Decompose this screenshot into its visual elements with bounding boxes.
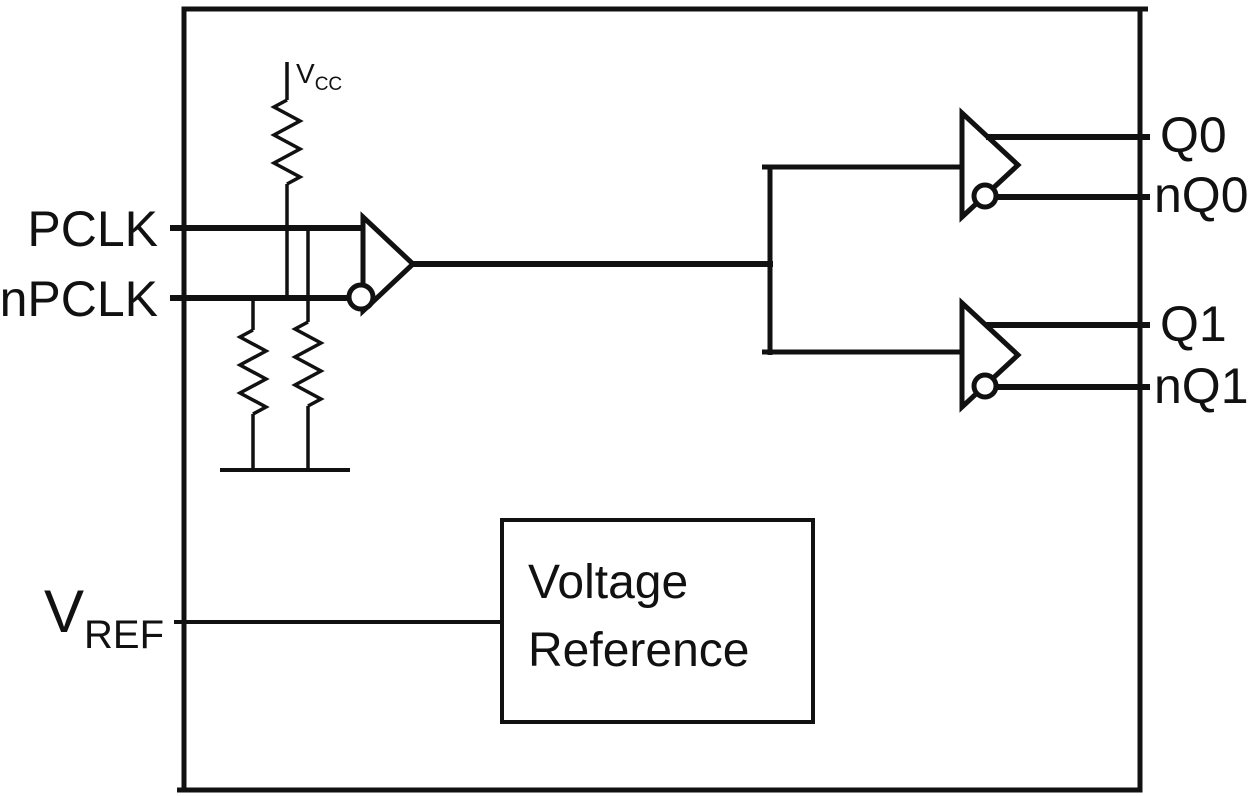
q0-label: Q0 <box>1160 107 1227 163</box>
pullup-resistor <box>270 98 304 186</box>
buffer-q0-inverting-bubble <box>971 182 999 210</box>
input-receiver <box>360 211 417 317</box>
chip-boundary <box>181 6 1143 793</box>
voltage-reference-label-line2: Reference <box>528 624 749 677</box>
npclk-pulldown-resistor <box>236 328 270 416</box>
vref-label: VREF <box>44 578 164 657</box>
nq0-label: nQ0 <box>1154 167 1249 223</box>
q1-label: Q1 <box>1160 296 1227 352</box>
receiver-inverting-bubble <box>346 282 376 312</box>
pclk-pulldown-resistor <box>291 320 325 408</box>
npclk-label: nPCLK <box>0 271 158 327</box>
voltage-reference-label-line1: Voltage <box>528 556 688 609</box>
vcc-label: VCC <box>296 58 342 95</box>
voltage-reference-box <box>500 518 815 724</box>
buffer-q1-inverting-bubble <box>971 372 999 400</box>
nq1-label: nQ1 <box>1154 358 1249 414</box>
pclk-label: PCLK <box>27 201 158 257</box>
